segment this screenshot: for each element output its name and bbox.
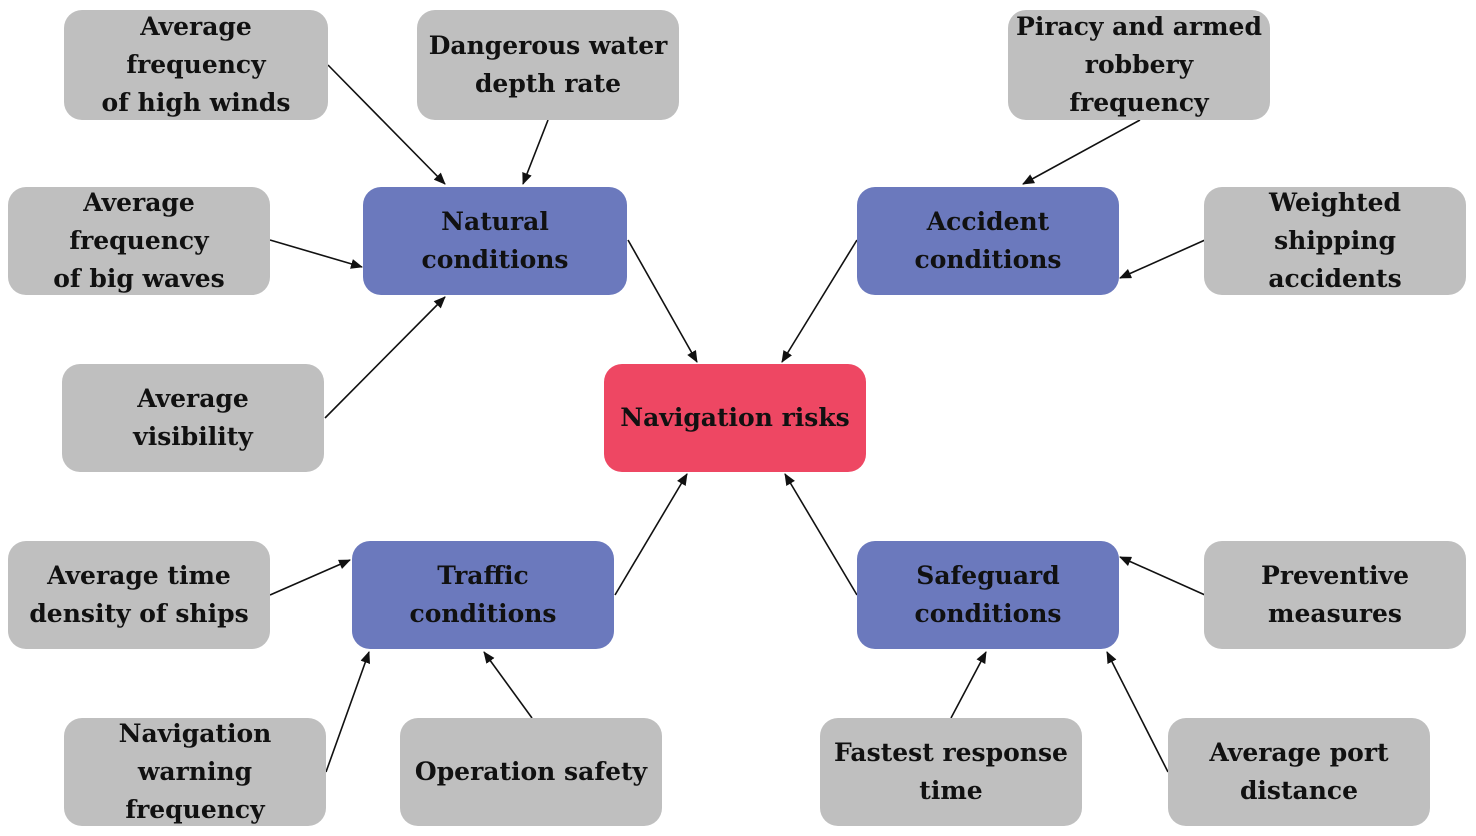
node-preventive-measures: Preventive measures <box>1204 541 1466 649</box>
node-label: Average visibility <box>133 384 253 451</box>
edge-nav-warning-to-traffic <box>325 651 370 773</box>
node-label: Average port distance <box>1209 738 1389 805</box>
edge-operation-to-traffic <box>483 651 533 719</box>
node-label: Average frequency of high winds <box>101 12 291 117</box>
node-label: Weighted shipping accidents <box>1268 188 1402 293</box>
node-label: Average frequency of big waves <box>53 188 225 293</box>
node-shipping-accidents: Weighted shipping accidents <box>1204 187 1466 295</box>
node-label: Safeguard conditions <box>914 561 1062 628</box>
edge-traffic-to-root <box>614 473 688 596</box>
node-big-waves: Average frequency of big waves <box>8 187 270 295</box>
node-label: Operation safety <box>414 757 648 786</box>
node-time-density: Average time density of ships <box>8 541 270 649</box>
node-port-distance: Average port distance <box>1168 718 1430 826</box>
node-label: Accident conditions <box>914 207 1062 274</box>
edge-accident-to-root <box>781 239 858 363</box>
edge-safeguard-to-root <box>784 473 858 596</box>
node-traffic-conditions: Traffic conditions <box>352 541 614 649</box>
edge-big-waves-to-natural <box>269 239 363 269</box>
node-nav-warning: Navigation warning frequency <box>64 718 326 826</box>
edge-piracy-to-accident <box>1022 119 1141 185</box>
node-accident-conditions: Accident conditions <box>857 187 1119 295</box>
edge-port-distance-to-safeguard <box>1106 651 1169 773</box>
node-label: Piracy and armed robbery frequency <box>1016 12 1262 117</box>
node-label: Traffic conditions <box>409 561 557 628</box>
node-water-depth: Dangerous water depth rate <box>417 10 679 120</box>
node-natural-conditions: Natural conditions <box>363 187 627 295</box>
node-label: Fastest response time <box>834 738 1068 805</box>
node-label: Dangerous water depth rate <box>428 31 668 98</box>
node-response-time: Fastest response time <box>820 718 1082 826</box>
node-label: Average time density of ships <box>29 561 249 628</box>
node-label: Preventive measures <box>1261 561 1409 628</box>
node-navigation-risks: Navigation risks <box>604 364 866 472</box>
edge-preventive-to-safeguard <box>1119 556 1206 596</box>
node-high-winds: Average frequency of high winds <box>64 10 328 120</box>
node-label: Navigation risks <box>620 403 850 432</box>
node-piracy: Piracy and armed robbery frequency <box>1008 10 1270 120</box>
node-operation-safety: Operation safety <box>400 718 662 826</box>
node-label: Navigation warning frequency <box>118 719 272 824</box>
edge-visibility-to-natural <box>324 296 446 419</box>
edge-water-depth-to-natural <box>522 119 549 185</box>
edge-natural-to-root <box>627 239 698 363</box>
node-safeguard-conditions: Safeguard conditions <box>857 541 1119 649</box>
edge-response-time-to-safeguard <box>950 651 987 719</box>
edge-shipping-acc-to-accident <box>1119 239 1206 279</box>
node-label: Natural conditions <box>421 207 569 274</box>
edge-high-winds-to-natural <box>327 64 446 185</box>
edge-time-density-to-traffic <box>269 559 351 596</box>
node-visibility: Average visibility <box>62 364 324 472</box>
